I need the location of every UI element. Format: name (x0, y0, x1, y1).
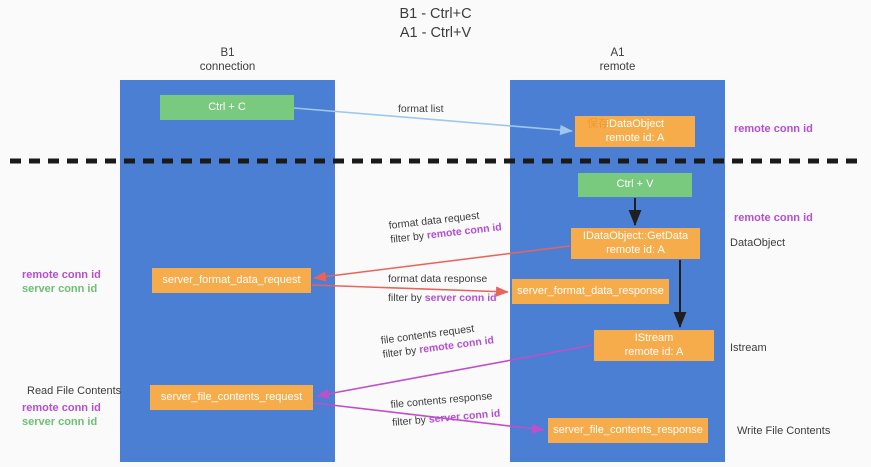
lane-header-a1: A1 remote (510, 46, 725, 74)
node-istream-line2: remote id: A (624, 345, 684, 358)
node-getdata-line1: IDataObject::GetData (582, 230, 689, 242)
edge-label-format-list: format list (398, 102, 444, 116)
node-server-file-contents-request[interactable]: server_file_contents_request (150, 385, 313, 410)
node-ctrl-v-label: Ctrl + V (616, 178, 654, 191)
edge-label-format-data-response: format data response filter by server co… (388, 272, 497, 305)
node-idataobject-getdata[interactable]: IDataObject::GetData remote id: A (571, 228, 700, 259)
lane-a1-role: remote (599, 61, 636, 73)
side-label-left-remote-conn-id-1: remote conn id (22, 269, 101, 281)
filter-prefix-3: filter by (381, 344, 420, 361)
lane-b1-role: connection (199, 61, 256, 73)
filter-key-server-conn-id-1: server conn id (424, 292, 497, 304)
diagram-title: B1 - Ctrl+C A1 - Ctrl+V (0, 5, 871, 43)
side-label-write-file-contents: Write File Contents (737, 425, 831, 437)
node-idataobject-line2: remote id: A (605, 131, 665, 144)
side-label-left-ids-top: remote conn id server conn id (22, 268, 101, 296)
title-line-1: B1 - Ctrl+C (399, 6, 472, 22)
node-server-file-contents-request-label: server_file_contents_request (160, 390, 303, 403)
node-getdata-line2: remote id: A (606, 243, 665, 256)
filter-key-server-conn-id-2: server conn id (428, 407, 501, 426)
filter-prefix-2: filter by (388, 292, 425, 304)
node-idataobject-title: IDataObject (605, 118, 665, 130)
filter-prefix-4: filter by (391, 413, 430, 429)
node-ctrl-c[interactable]: Ctrl + C (160, 95, 294, 120)
edge-label-file-contents-response: file contents response filter by server … (390, 389, 501, 430)
side-label-left-ids-bottom: remote conn id server conn id (22, 401, 101, 429)
lane-header-b1: B1 connection (120, 46, 335, 74)
title-line-2: A1 - Ctrl+V (399, 25, 472, 41)
node-ctrl-v[interactable]: Ctrl + V (578, 173, 692, 197)
node-idataobject-line1: 保存 IDataObject (587, 118, 665, 132)
edge-label-format-data-response-filter: filter by server conn id (388, 291, 497, 305)
node-server-file-contents-response[interactable]: server_file_contents_response (548, 418, 708, 443)
node-idataobject[interactable]: 保存 IDataObject remote id: A (575, 116, 695, 147)
side-label-istream: Istream (730, 342, 767, 354)
edge-label-format-data-request: format data request filter by remote con… (388, 206, 502, 247)
node-server-format-data-request-label: server_format_data_request (162, 273, 301, 286)
node-server-format-data-response-label: server_format_data_response (517, 284, 664, 297)
node-ctrl-c-label: Ctrl + C (208, 100, 246, 113)
side-label-left-remote-conn-id-2: remote conn id (22, 402, 101, 414)
side-label-remote-conn-id-top: remote conn id (734, 123, 813, 135)
edge-label-format-data-response-text: format data response (388, 273, 488, 285)
node-istream[interactable]: IStream remote id: A (594, 330, 714, 361)
lane-b1-name: B1 (220, 47, 235, 59)
side-label-left-server-conn-id-1: server conn id (22, 283, 98, 295)
node-server-format-data-response[interactable]: server_format_data_response (512, 279, 669, 304)
edge-label-format-list-text: format list (398, 103, 444, 115)
node-istream-line1: IStream (634, 332, 674, 344)
edge-label-file-contents-request: file contents request filter by remote c… (380, 319, 495, 361)
node-server-file-contents-response-label: server_file_contents_response (553, 423, 703, 436)
filter-prefix-1: filter by (389, 229, 428, 246)
side-label-read-file-contents: Read File Contents (27, 385, 122, 397)
side-label-dataobject: DataObject (730, 237, 786, 249)
side-label-left-server-conn-id-2: server conn id (22, 416, 98, 428)
node-idataobject-ghost-text: 保存 (586, 118, 609, 130)
side-label-remote-conn-id-mid: remote conn id (734, 212, 813, 224)
lane-a1-name: A1 (610, 47, 625, 59)
node-server-format-data-request[interactable]: server_format_data_request (152, 268, 311, 293)
